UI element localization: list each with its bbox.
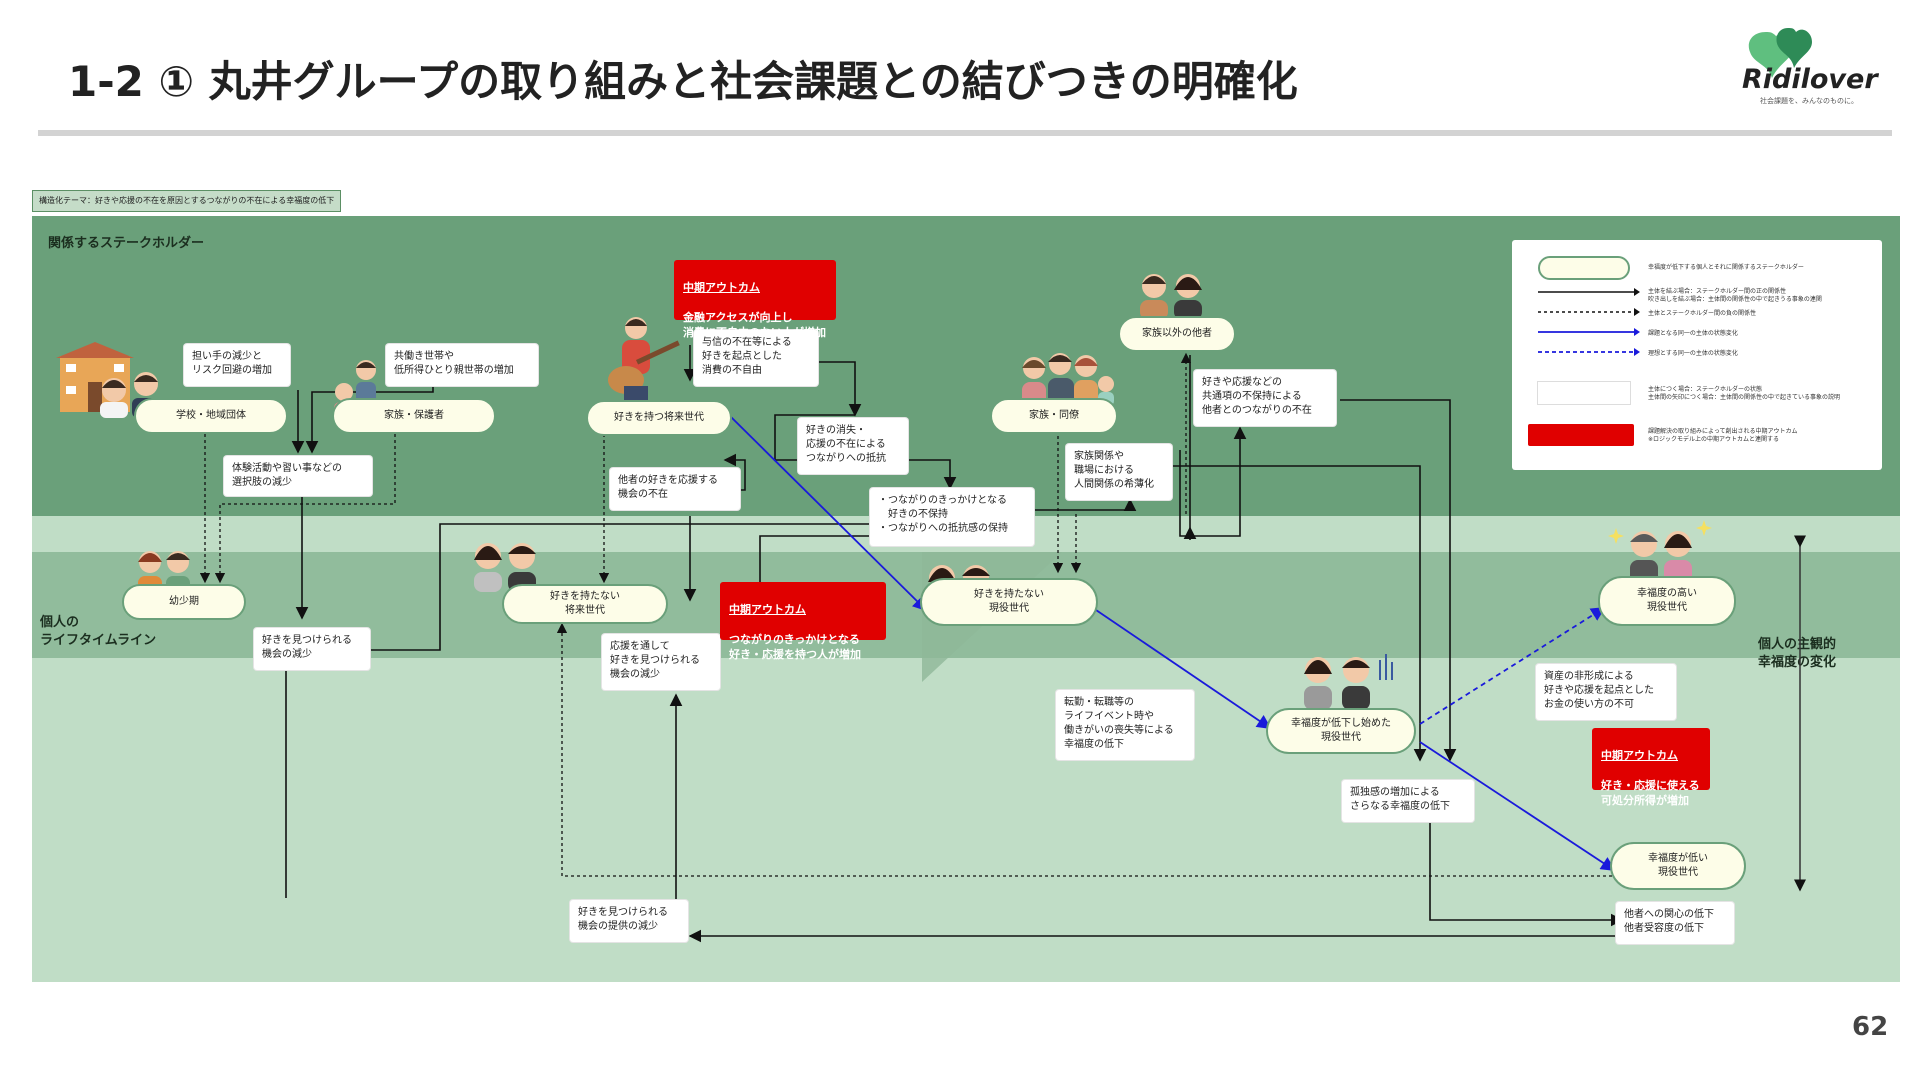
box-credit-absence: 与信の不在等による 好きを起点とした 消費の不自由 — [694, 330, 818, 386]
outcome-financial-access: 中期アウトカム 金融アクセスが向上し 消費に不自由のない人が増加 — [674, 260, 836, 339]
box-relationship-dilution: 家族関係や 職場における 人間関係の希薄化 — [1066, 444, 1172, 500]
box-interest-decrease: 他者への関心の低下 他者受容度の低下 — [1616, 902, 1734, 944]
legend-text-blue: 課題となる同一の主体の状態変化 — [1648, 330, 1738, 337]
lifetime-label: 個人の ライフタイムライン — [40, 615, 157, 648]
outcome-head: 中期アウトカム — [683, 281, 760, 294]
box-support-absence: 他者の好きを応援する 機会の不在 — [610, 468, 740, 510]
ridilover-logo — [1748, 28, 1812, 78]
box-life-event-decline: 転勤・転職等の ライフイベント時や 働きがいの喪失等による 幸福度の低下 — [1056, 690, 1194, 760]
box-discovery-decrease: 好きを見つけられる 機会の減少 — [254, 628, 370, 670]
box-asset-nonformation: 資産の非形成による 好きや応援を起点とした お金の使い方の不可 — [1536, 664, 1676, 720]
node-family-peers: 家族・同僚 — [990, 398, 1118, 434]
outcome-connection-trigger: 中期アウトカム つながりのきっかけとなる 好き・応援を持つ人が増加 — [720, 582, 886, 661]
theme-tag: 構造化テーマ：好きや応援の不在を原因とするつながりの不在による幸福度の低下 — [32, 190, 342, 212]
node-family-guardian: 家族・保護者 — [332, 398, 496, 434]
stakeholder-label: 関係するステークホルダー — [48, 236, 205, 251]
box-connection-trigger: ・つながりのきっかけとなる 好きの不保持 ・つながりへの抵抗感の保持 — [870, 488, 1034, 546]
page-title: 1-2 ① 丸井グループの取り組みと社会課題との結びつきの明確化 — [68, 57, 1298, 106]
legend-text-solid: 主体を結ぶ場合：ステークホルダー間の正の関係性 吹き出しを結ぶ場合：主体間の関係… — [1648, 288, 1822, 303]
node-low: 幸福度が低い 現役世代 — [1610, 842, 1746, 890]
legend-text-dashed: 主体とステークホルダー間の負の関係性 — [1648, 310, 1757, 317]
node-future-without: 好きを持たない 将来世代 — [502, 584, 668, 624]
node-declining: 幸福度が低下し始めた 現役世代 — [1266, 708, 1416, 754]
happy-couple-icon — [1608, 520, 1712, 584]
box-support-discovery-decrease: 応援を通して 好きを見つけられる 機会の減少 — [602, 634, 720, 690]
legend-text-red: 課題解決の取り組みによって創出される中期アウトカム ※ロジックモデル上の中期アウ… — [1648, 428, 1798, 443]
logo-wordmark: Ridilover — [1742, 64, 1878, 95]
legend-text-box: 主体につく場合：ステークホルダーの状態 主体間の矢印につく場合：主体間の関係性の… — [1648, 386, 1841, 401]
box-connection-resistance: 好きの消失・ 応援の不在による つながりへの抵抗 — [798, 418, 908, 474]
other-people-icon — [1140, 274, 1202, 320]
node-school: 学校・地域団体 — [134, 398, 288, 434]
outcome-body: つながりのきっかけとなる 好き・応援を持つ人が増加 — [729, 633, 861, 661]
box-loneliness-increase: 孤独感の増加による さらなる幸福度の低下 — [1342, 780, 1474, 822]
box-option-decrease: 体験活動や習い事などの 選択肢の減少 — [224, 456, 372, 496]
legend-text-pill: 幸福度が低下する個人とそれに関係するステークホルダー — [1648, 264, 1804, 271]
logo-tagline: 社会課題を、みんなのものに。 — [1760, 97, 1858, 105]
declining-couple-icon — [1304, 654, 1393, 710]
node-childhood: 幼少期 — [122, 584, 246, 620]
node-current-without: 好きを持たない 現役世代 — [920, 578, 1098, 626]
legend-panel: 幸福度が低下する個人とそれに関係するステークホルダー 主体を結ぶ場合：ステークホ… — [1512, 240, 1882, 470]
outcome-head: 中期アウトカム — [729, 603, 806, 616]
legend-pill-swatch — [1538, 256, 1630, 280]
box-household-issue: 共働き世帯や 低所得ひとり親世帯の増加 — [386, 344, 538, 386]
legend-line-swatches — [1538, 288, 1640, 356]
box-provision-decrease: 好きを見つけられる 機会の提供の減少 — [570, 900, 688, 942]
box-commonality-absence: 好きや応援などの 共通項の不保持による 他者とのつながりの不在 — [1194, 370, 1336, 426]
node-high: 幸福度の高い 現役世代 — [1598, 576, 1736, 626]
box-school-issue: 担い手の減少と リスク回避の増加 — [184, 344, 290, 386]
legend-text-blue-dashed: 理想とする同一の主体の状態変化 — [1648, 350, 1738, 357]
node-future-with: 好きを持つ将来世代 — [586, 400, 732, 436]
title-divider — [38, 130, 1892, 136]
guitar-player-icon — [608, 317, 680, 406]
future-generation-icon — [474, 543, 536, 592]
node-others: 家族以外の他者 — [1118, 316, 1236, 352]
legend-box-swatch — [1538, 382, 1630, 404]
outcome-disposable-income: 中期アウトカム 好き・応援に使える 可処分所得が増加 — [1592, 728, 1710, 807]
legend-red-swatch — [1528, 424, 1634, 446]
outcome-body: 金融アクセスが向上し 消費に不自由のない人が増加 — [683, 311, 826, 339]
outcome-body: 好き・応援に使える 可処分所得が増加 — [1601, 779, 1700, 807]
outcome-head: 中期アウトカム — [1601, 749, 1678, 762]
page-number: 62 — [1852, 1012, 1889, 1042]
